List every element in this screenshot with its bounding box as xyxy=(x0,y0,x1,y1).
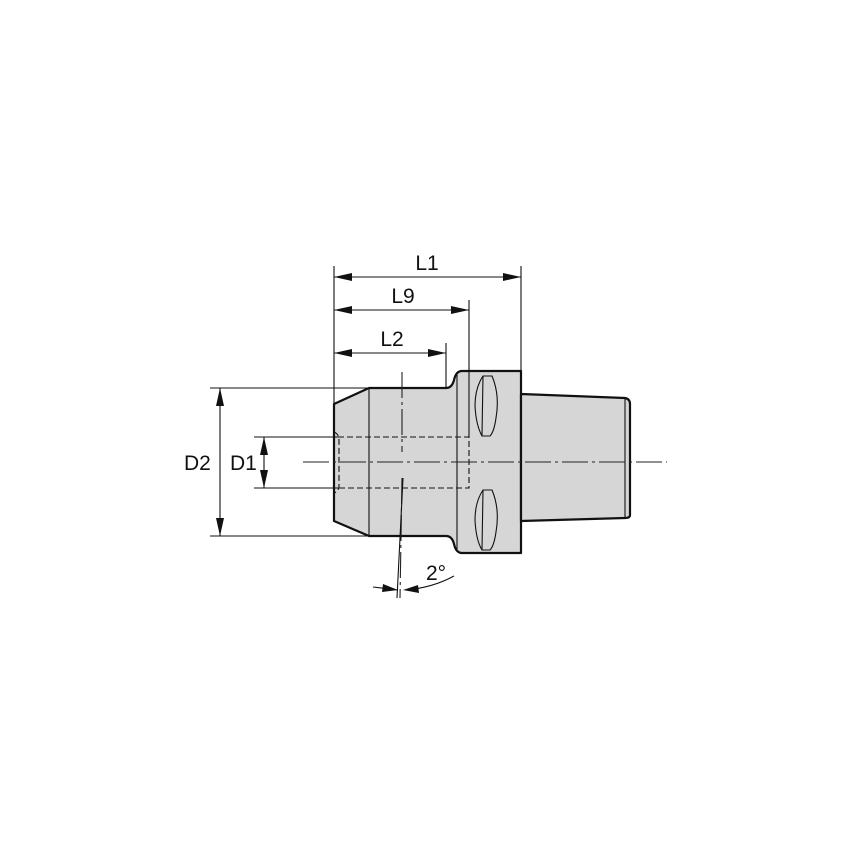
arrow-right-icon xyxy=(451,306,469,314)
shank xyxy=(519,392,632,523)
dimension-D2: D2 xyxy=(184,388,224,536)
arrow-right-icon xyxy=(503,273,521,281)
arrow-down-icon xyxy=(260,470,268,488)
arrow-up-icon xyxy=(260,437,268,455)
dimension-L1: L1 xyxy=(334,252,521,281)
label-angle: 2° xyxy=(426,562,446,585)
drive-slot-top-line xyxy=(481,375,484,437)
dimension-L9: L9 xyxy=(334,285,469,314)
arrow-up-icon xyxy=(216,388,224,406)
arrow-left-icon xyxy=(403,585,419,593)
drive-slot-top xyxy=(474,375,498,437)
label-D2: D2 xyxy=(184,452,211,475)
arrow-right-icon xyxy=(382,584,398,592)
dimension-angle: 2° xyxy=(372,562,455,593)
extension-lines xyxy=(210,266,522,537)
arrow-right-icon xyxy=(428,349,446,357)
bore-chamfer xyxy=(333,431,340,494)
arrow-down-icon xyxy=(216,518,224,536)
arrow-left-icon xyxy=(334,349,352,357)
label-L9: L9 xyxy=(391,285,414,308)
arrow-left-icon xyxy=(334,273,352,281)
label-L1: L1 xyxy=(415,252,438,275)
arrow-left-icon xyxy=(334,306,352,314)
label-D1: D1 xyxy=(230,452,257,475)
dimension-D1: D1 xyxy=(230,437,268,488)
drive-slot-bottom-line xyxy=(481,489,484,551)
angle-line xyxy=(396,477,404,599)
drive-slot-bottom xyxy=(474,489,498,551)
label-L2: L2 xyxy=(380,328,403,351)
dimension-L2: L2 xyxy=(334,328,446,357)
